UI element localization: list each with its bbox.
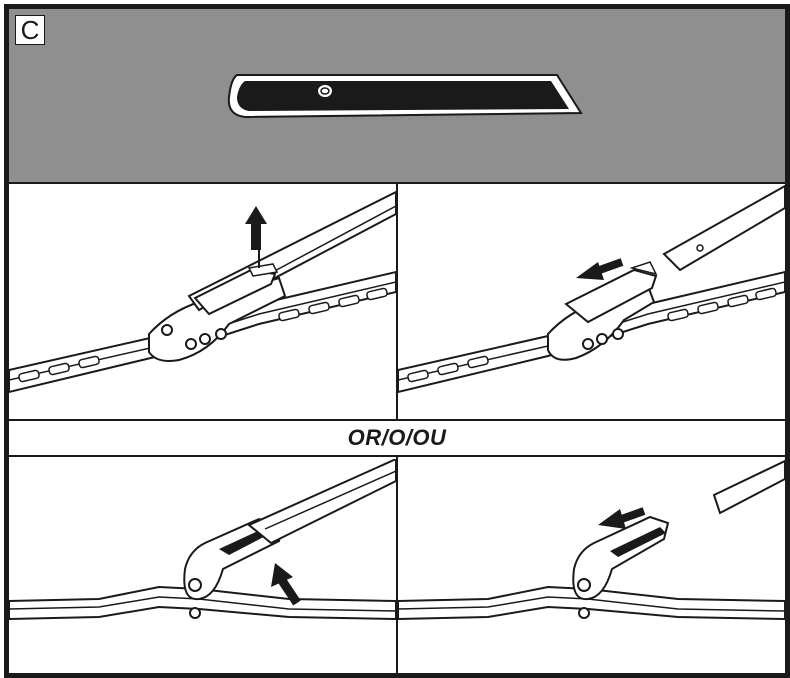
left-arrow-icon [576, 258, 624, 280]
or-divider: OR/O/OU [9, 419, 785, 457]
panel-press-release [9, 459, 396, 621]
or-text: OR/O/OU [347, 425, 447, 450]
panel-lift-tab [9, 190, 396, 394]
panel-slide-off-arm [398, 184, 785, 394]
instruction-frame: C [4, 4, 790, 678]
up-arrow-icon [245, 206, 267, 268]
step-label: C [15, 15, 45, 45]
divider-line-vertical-lower [396, 457, 398, 673]
panel-adapter-insert: C [9, 9, 785, 182]
divider-line-vertical-upper [396, 182, 398, 419]
adapter-clip-icon [227, 74, 583, 119]
press-arrow-icon [271, 563, 301, 606]
left-arrow-icon [598, 507, 646, 529]
panel-slide-out [398, 459, 785, 621]
